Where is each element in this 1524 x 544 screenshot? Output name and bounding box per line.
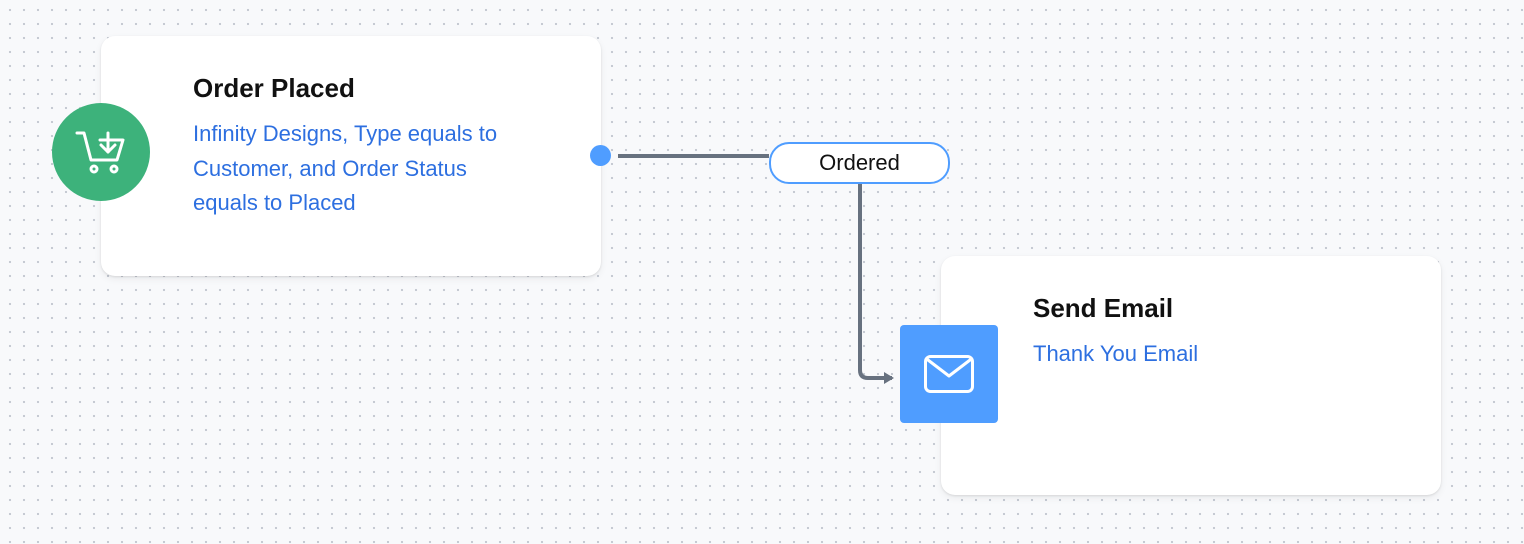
envelope-icon bbox=[924, 355, 974, 393]
action-icon-badge bbox=[900, 325, 998, 423]
trigger-icon-badge bbox=[52, 103, 150, 201]
trigger-title: Order Placed bbox=[193, 73, 355, 103]
edge-label[interactable]: Ordered bbox=[769, 142, 950, 184]
trigger-node-card[interactable]: Order Placed Infinity Designs, Type equa… bbox=[101, 36, 601, 276]
cart-download-icon bbox=[75, 131, 125, 174]
edge-line-branch bbox=[858, 184, 894, 384]
output-connector-dot[interactable] bbox=[590, 145, 611, 166]
action-description[interactable]: Thank You Email bbox=[1033, 341, 1199, 366]
action-title: Send Email bbox=[1033, 293, 1174, 323]
action-node-card[interactable]: Send Email Thank You Email bbox=[941, 256, 1441, 495]
trigger-description[interactable]: Infinity Designs, Type equals to Custome… bbox=[193, 121, 498, 215]
